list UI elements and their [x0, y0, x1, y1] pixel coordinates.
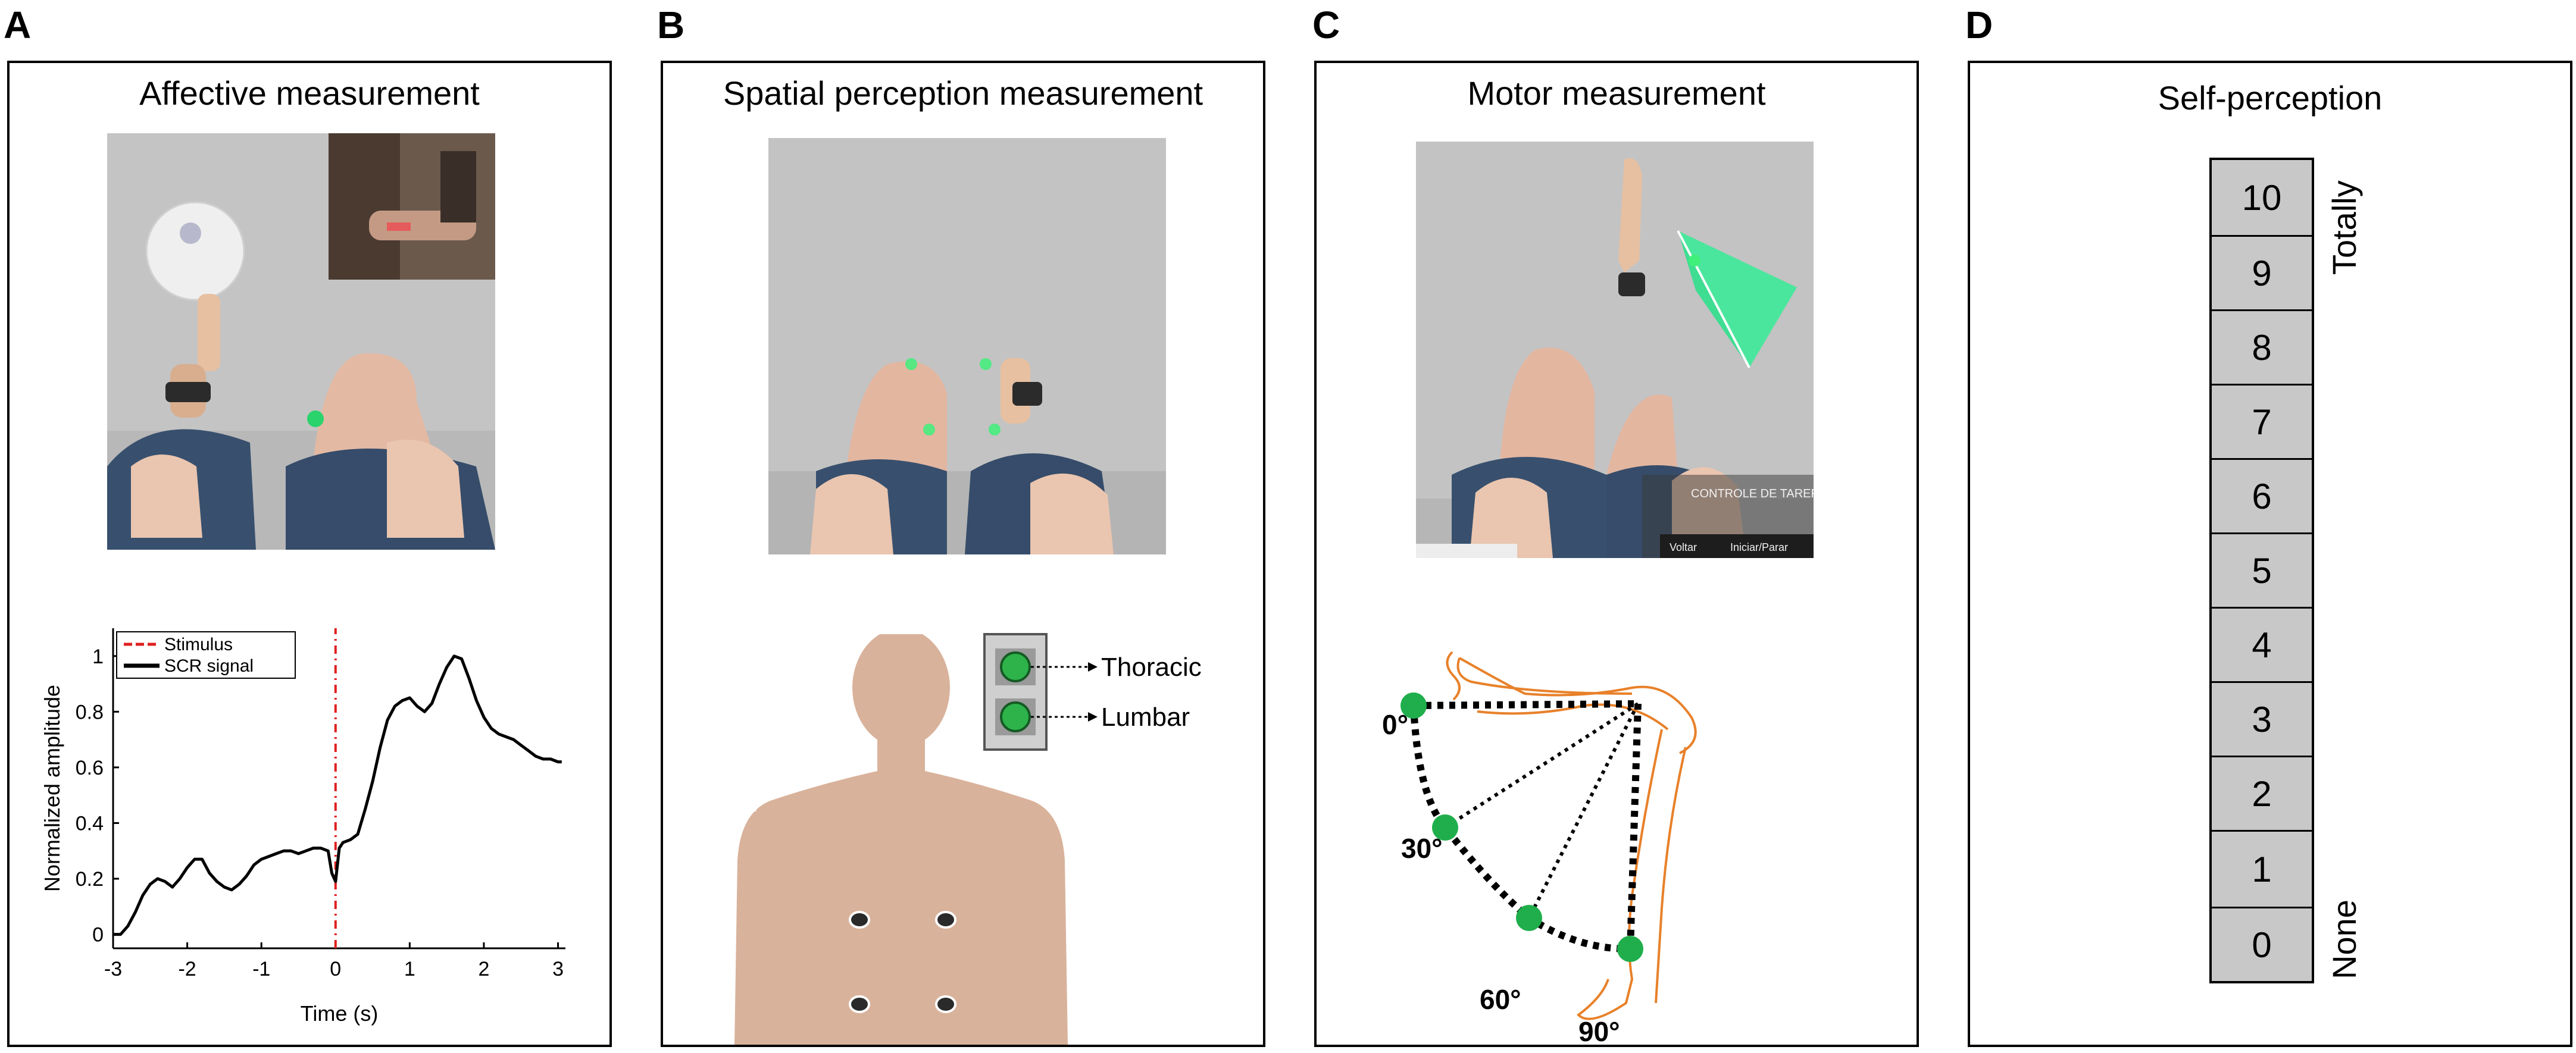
- knee-angle-diagram: 0° 30° 60° 90°: [1382, 651, 1697, 1045]
- panel-motor: Motor measurement CONTROLE DE TAREFA Vol…: [1314, 61, 1919, 1047]
- scale-label-totally: Totally: [2325, 180, 2363, 275]
- panel-letter-b: B: [657, 4, 685, 46]
- lower-leg-horizontal: [1456, 657, 1633, 695]
- thoracic-dot-left: [849, 911, 870, 929]
- angle-label-90: 90°: [1578, 1016, 1620, 1045]
- ray-60: [1527, 703, 1640, 919]
- scale-cell-0[interactable]: 0: [2212, 907, 2312, 981]
- panel-letter-a: A: [4, 4, 32, 46]
- x-tick-label: 2: [478, 958, 489, 980]
- hanging-leg-back: [1655, 747, 1687, 1004]
- y-tick-label: 0.6: [76, 757, 104, 779]
- panel-spatial: Spatial perception measurement: [661, 61, 1265, 1047]
- thoracic-button[interactable]: [1000, 651, 1031, 682]
- x-tick-label: 3: [552, 958, 564, 980]
- x-tick-label: 1: [404, 958, 415, 980]
- scale-cell-2[interactable]: 2: [2212, 756, 2312, 830]
- angle-marker-90: [1617, 936, 1643, 962]
- x-tick-label: -3: [104, 958, 122, 980]
- chart-legend: Stimulus SCR signal: [116, 631, 296, 679]
- y-axis-label: Normalized amplitude: [40, 685, 64, 892]
- x-tick-label: 0: [330, 958, 341, 980]
- vr-photo-motor: CONTROLE DE TAREFA Voltar Iniciar/Parar: [1416, 142, 1814, 558]
- x-axis-label: Time (s): [301, 1001, 379, 1026]
- lumbar-label: Lumbar: [1101, 703, 1190, 732]
- x-tick-label: -2: [178, 958, 196, 980]
- thoracic-dot-right: [935, 911, 956, 929]
- y-tick-label: 0.8: [76, 701, 104, 723]
- y-tick-label: 1: [92, 645, 104, 668]
- angle-marker-30: [1432, 814, 1458, 841]
- scale-cell-1[interactable]: 1: [2212, 830, 2312, 907]
- rating-scale: 10 9 8 7 6 5 4 3 2 1 0: [2209, 158, 2314, 983]
- vr-control-label: CONTROLE DE TAREFA: [1691, 487, 1814, 500]
- panel-title-self-perception: Self-perception: [2158, 79, 2383, 117]
- chart-axes: [112, 628, 565, 949]
- y-tick-label: 0.2: [76, 868, 104, 891]
- vr-back-button[interactable]: Voltar: [1670, 541, 1697, 553]
- legend-scr-label: SCR signal: [164, 656, 254, 676]
- lumbar-button[interactable]: [1000, 701, 1031, 732]
- scale-cell-9[interactable]: 9: [2212, 235, 2312, 309]
- vr-start-stop-button[interactable]: Iniciar/Parar: [1730, 541, 1788, 553]
- lumbar-dot-left: [849, 995, 870, 1013]
- panel-letter-c: C: [1312, 4, 1340, 46]
- legend-box: [116, 631, 296, 679]
- ray-90: [1627, 703, 1642, 949]
- scale-label-none: None: [2325, 900, 2363, 979]
- ray-0: [1413, 700, 1639, 709]
- thoracic-label: Thoracic: [1101, 653, 1202, 682]
- scale-cell-6[interactable]: 6: [2212, 458, 2312, 532]
- angle-marker-0: [1400, 692, 1427, 719]
- foot-top: [1446, 651, 1461, 701]
- angle-marker-60: [1516, 905, 1542, 931]
- y-tick-label: 0: [92, 924, 104, 947]
- back-diagram: [734, 634, 1068, 1045]
- thigh-outline: [1459, 657, 1697, 754]
- panel-title-motor: Motor measurement: [1467, 74, 1766, 112]
- y-tick-label: 0.4: [76, 812, 104, 835]
- x-tick-label: -1: [252, 958, 270, 980]
- angle-label-30: 30°: [1401, 833, 1443, 864]
- x-ticks: -3 -2 -1 0 1 2 3: [104, 942, 564, 980]
- scale-cell-8[interactable]: 8: [2212, 309, 2312, 384]
- angle-label-0: 0°: [1382, 709, 1408, 740]
- vr-photo-affective: [107, 133, 495, 550]
- panel-title-affective: Affective measurement: [139, 74, 480, 112]
- scr-chart: -3 -2 -1 0 1 2 3 0 0.2 0.4 0.6 0.8 1 Stimulus SCR s…: [40, 628, 565, 1026]
- y-ticks: 0 0.2 0.4 0.6 0.8 1: [76, 645, 119, 947]
- legend-stimulus-label: Stimulus: [164, 635, 233, 654]
- scale-cell-5[interactable]: 5: [2212, 532, 2312, 607]
- vr-photo-spatial: [768, 138, 1166, 554]
- lumbar-dot-right: [935, 995, 956, 1013]
- scr-signal-line: [113, 654, 562, 936]
- ray-30: [1444, 702, 1639, 829]
- response-buttons: Thoracic Lumbar: [983, 633, 1202, 751]
- scale-cell-7[interactable]: 7: [2212, 384, 2312, 458]
- scale-cell-10[interactable]: 10: [2242, 177, 2282, 218]
- scale-cell-4[interactable]: 4: [2212, 607, 2312, 681]
- panel-affective: Affective measurement: [7, 61, 612, 1047]
- panel-letter-d: D: [1965, 4, 1993, 46]
- head-shape: [852, 634, 950, 747]
- panel-title-spatial: Spatial perception measurement: [723, 74, 1203, 112]
- scale-cell-3[interactable]: 3: [2212, 681, 2312, 756]
- hanging-leg: [1576, 729, 1663, 1020]
- angle-arc: [1410, 705, 1631, 953]
- angle-label-60: 60°: [1480, 984, 1521, 1015]
- torso-shape: [734, 771, 1068, 1045]
